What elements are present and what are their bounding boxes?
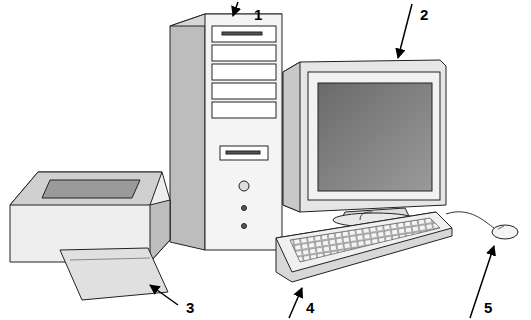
system-unit (170, 14, 282, 250)
keyboard (276, 212, 452, 282)
callout-number: 3 (186, 299, 194, 316)
monitor (283, 60, 446, 227)
callout-label: 3 (186, 299, 194, 317)
callout-label: 2 (420, 6, 428, 24)
callout-label: 5 (484, 299, 492, 317)
mouse (446, 212, 518, 239)
leader-arrows (150, 2, 494, 318)
callout-number: 1 (254, 6, 262, 23)
printer (10, 172, 170, 300)
callout-label: 1 (254, 6, 262, 24)
callout-number: 2 (420, 6, 428, 23)
callout-number: 5 (484, 299, 492, 316)
callout-number: 4 (306, 299, 314, 316)
callout-label: 4 (306, 299, 314, 317)
